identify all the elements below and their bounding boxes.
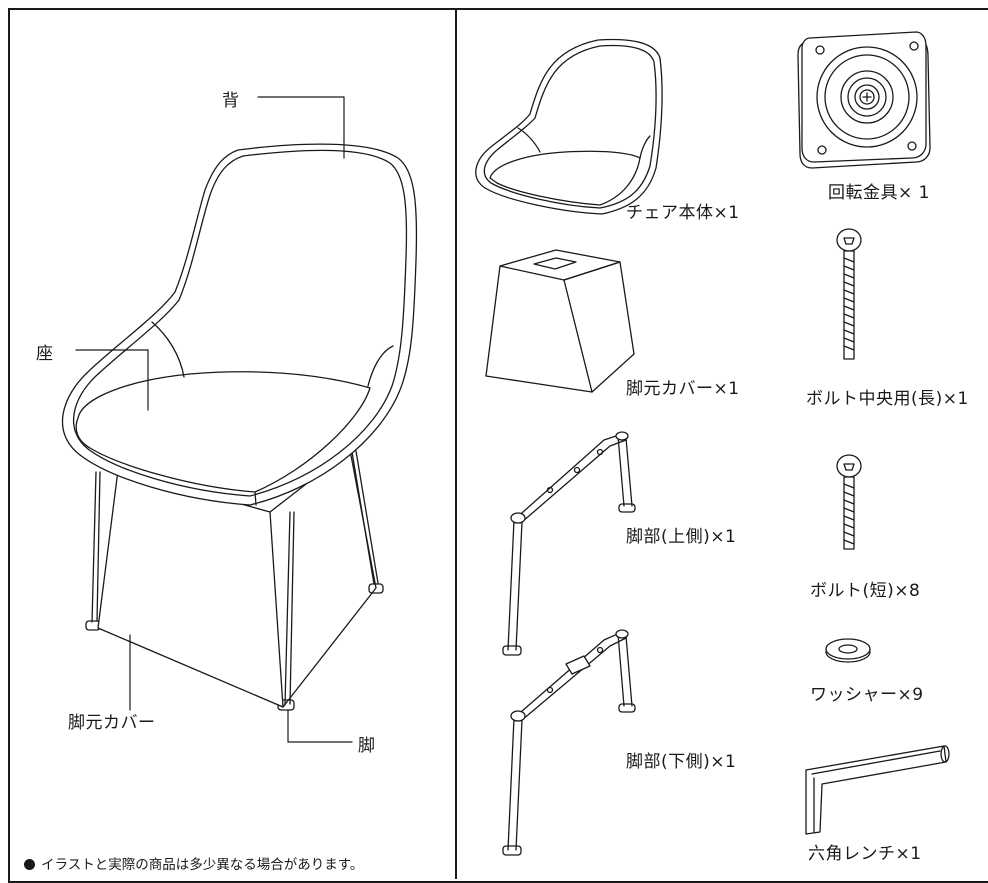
upper-leg-icon: [502, 431, 636, 656]
disclaimer-note: イラストと実際の商品は多少異なる場合があります。: [24, 853, 363, 873]
label-back: 背: [222, 91, 240, 111]
hex-wrench-icon: [805, 745, 950, 835]
short-bolt-icon: [836, 454, 862, 550]
part-label-leg-cover: 脚元カバー×1: [626, 379, 740, 399]
part-label-hex-wrench: 六角レンチ×1: [808, 844, 922, 864]
chair-illustration: [62, 143, 418, 711]
part-label-swivel-plate: 回転金具× 1: [828, 183, 930, 203]
disclaimer-text: イラストと実際の商品は多少異なる場合があります。: [41, 857, 364, 873]
long-bolt-icon: [836, 228, 862, 360]
part-label-chair-body: チェア本体×1: [626, 203, 740, 223]
lower-leg-icon: [502, 629, 636, 856]
label-seat: 座: [36, 344, 54, 364]
part-label-long-bolt: ボルト中央用(長)×1: [806, 389, 969, 409]
chair-body-icon: [475, 38, 663, 215]
panel-divider: [455, 8, 457, 879]
washer-icon: [825, 638, 871, 663]
label-leg: 脚: [358, 736, 376, 756]
part-label-washer: ワッシャー×9: [810, 685, 924, 705]
leg-cover-icon: [485, 249, 635, 393]
part-label-lower-leg: 脚部(下側)×1: [626, 752, 737, 772]
part-label-short-bolt: ボルト(短)×8: [810, 581, 921, 601]
part-label-upper-leg: 脚部(上側)×1: [626, 527, 737, 547]
swivel-plate-icon: [797, 31, 931, 169]
bullet-icon: [24, 859, 35, 870]
label-leg-cover: 脚元カバー: [68, 713, 156, 733]
